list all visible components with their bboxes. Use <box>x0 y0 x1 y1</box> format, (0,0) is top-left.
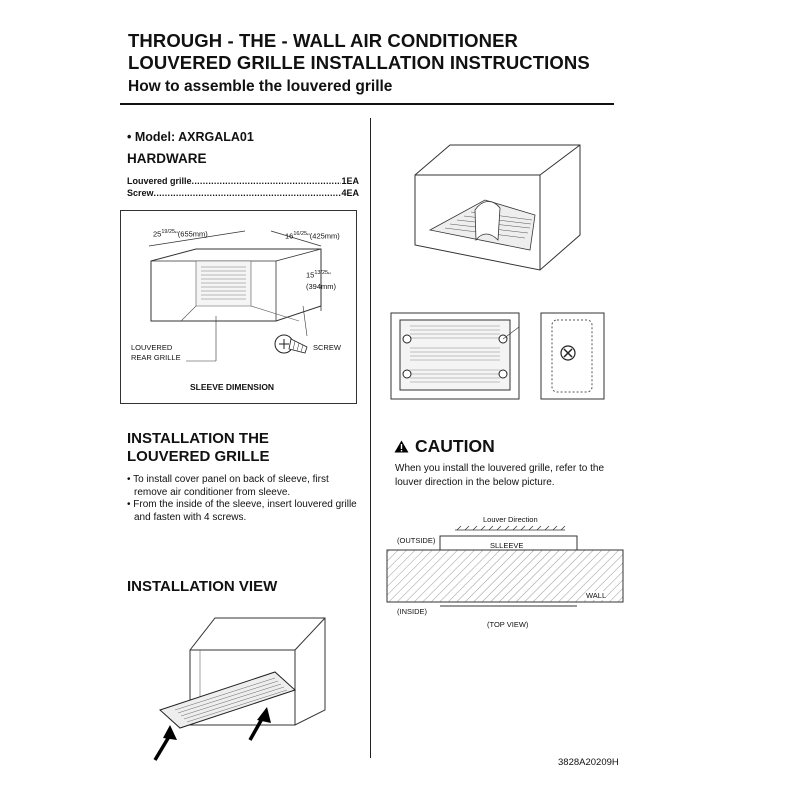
leader-dots <box>154 188 342 198</box>
title-line-2: LOUVERED GRILLE INSTALLATION INSTRUCTION… <box>128 52 590 73</box>
title-line-1: THROUGH - THE - WALL AIR CONDITIONER <box>128 30 519 51</box>
height-mm: (394mm) <box>306 282 337 291</box>
sleeve-dimension-box <box>120 210 357 404</box>
rear-grille-label: REAR GRILLE <box>131 353 181 362</box>
list-item: From the inside of the sleeve, insert lo… <box>127 499 362 524</box>
wall-label: WALL <box>586 591 607 600</box>
hardware-row-screw: Screw 4EA <box>127 188 359 198</box>
installation-steps: To install cover panel on back of sleeve… <box>127 474 362 524</box>
sleeve-label: SLLEEVE <box>490 541 524 550</box>
screw-head-icon <box>560 345 576 361</box>
top-view-caption: (TOP VIEW) <box>487 620 529 629</box>
depth-dimension: 1616/25"(425mm) <box>285 231 340 241</box>
hardware-item-qty: 4EA <box>341 188 359 198</box>
caution-text: When you install the louvered grille, re… <box>395 463 604 488</box>
column-divider <box>370 118 371 758</box>
hardware-item-name: Louvered grille <box>127 176 192 186</box>
hardware-heading: HARDWARE <box>127 151 207 166</box>
sleeve-dimension-caption: SLEEVE DIMENSION <box>190 382 275 392</box>
screw-label: SCREW <box>313 343 341 352</box>
inside-label: (INSIDE) <box>397 607 427 616</box>
grille-front-illustration <box>390 312 520 400</box>
hardware-row-grille: Louvered grille 1EA <box>127 176 359 186</box>
installation-view-illustration <box>153 617 326 761</box>
arrow-icon <box>153 725 177 761</box>
screw-detail-illustration <box>540 312 605 400</box>
top-view-diagram <box>386 525 624 607</box>
installation-heading: INSTALLATION THE LOUVERED GRILLE <box>127 430 270 465</box>
sleeve-drawing <box>148 230 322 362</box>
hardware-item-qty: 1EA <box>341 176 359 186</box>
installation-view-heading: INSTALLATION VIEW <box>127 578 278 595</box>
header-rule <box>120 103 614 105</box>
louver-direction-label: Louver Direction <box>483 515 538 524</box>
leader-dots <box>192 176 342 186</box>
hardware-item-name: Screw <box>127 188 154 198</box>
outside-label: (OUTSIDE) <box>397 536 436 545</box>
louvered-label: LOUVERED <box>131 343 173 352</box>
width-dimension: 2519/25"(655mm) <box>153 229 208 239</box>
list-item: To install cover panel on back of sleeve… <box>127 474 362 499</box>
arrow-icon <box>248 707 271 741</box>
subtitle: How to assemble the louvered grille <box>128 78 393 95</box>
screw-icon <box>274 334 308 354</box>
model-label: • Model: AXRGALA01 <box>127 130 254 144</box>
height-dimension: 1513/25" <box>306 270 331 280</box>
document-code: 3828A20209H <box>558 757 619 768</box>
warning-triangle-icon <box>394 440 409 453</box>
sleeve-perspective-illustration <box>414 144 581 271</box>
caution-heading: CAUTION <box>394 436 495 457</box>
